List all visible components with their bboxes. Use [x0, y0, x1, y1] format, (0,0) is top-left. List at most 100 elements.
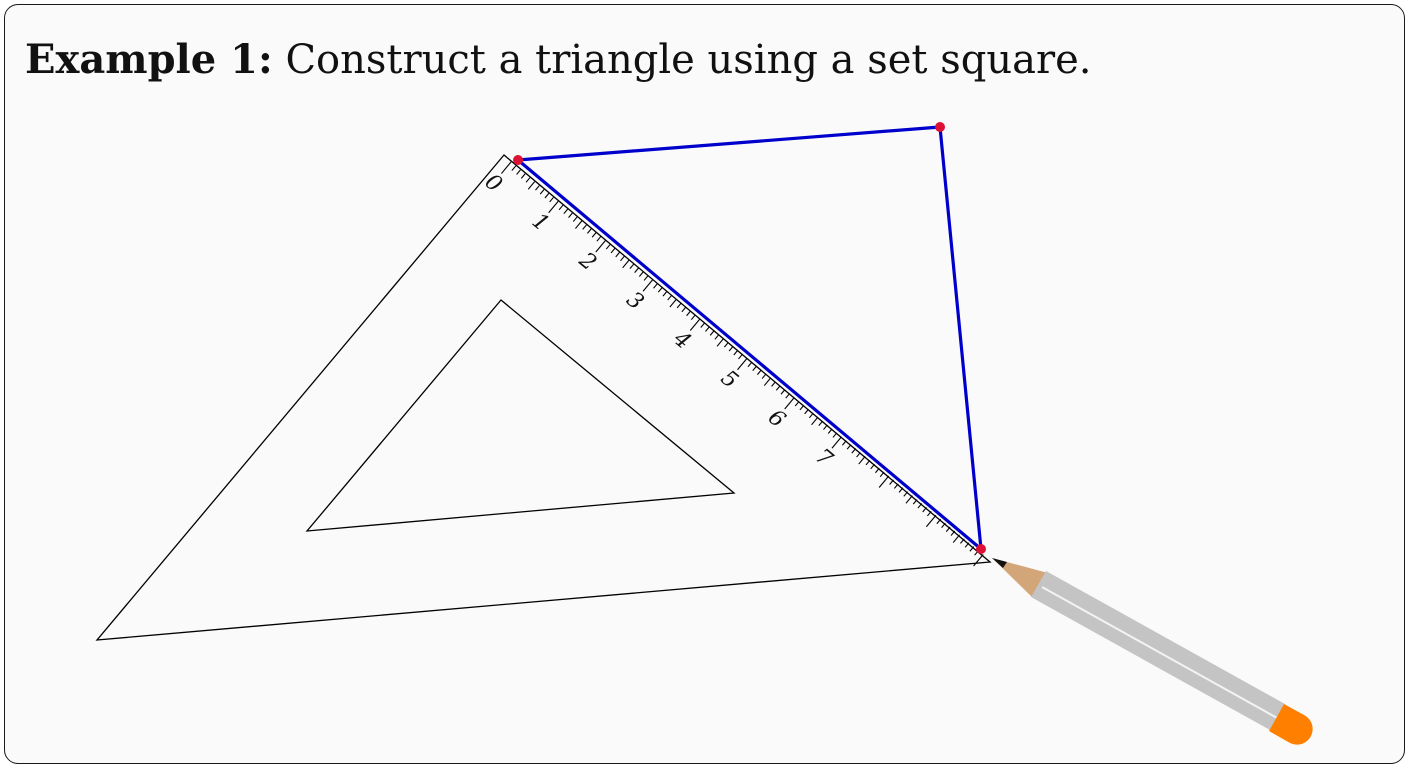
triangle-sides	[516, 125, 983, 551]
ruler-tick	[960, 538, 965, 544]
ruler-tick	[879, 471, 885, 478]
ruler-tick	[544, 193, 550, 199]
ruler-label: 3	[621, 287, 648, 315]
ruler-tick	[705, 326, 710, 332]
ruler-tick	[832, 432, 838, 438]
vertex-point-c	[976, 544, 986, 554]
ruler-tick	[638, 271, 644, 277]
ruler-tick	[737, 357, 748, 371]
ruler-tick	[889, 479, 894, 485]
ruler-tick	[563, 208, 569, 215]
ruler-label: 7	[810, 444, 837, 472]
ruler-tick	[903, 491, 909, 497]
ruler-tick	[622, 259, 630, 269]
ruler-tick	[643, 275, 649, 281]
ruler-tick	[925, 514, 937, 528]
example-text: Construct a triangle using a set square.	[285, 37, 1092, 83]
ruler-tick	[669, 299, 677, 308]
ruler-tick	[922, 507, 927, 513]
ruler-tick	[634, 267, 639, 273]
ruler-tick	[823, 424, 828, 430]
ruler-tick	[525, 177, 531, 183]
ruler-tick	[799, 404, 805, 411]
ruler-tick	[893, 483, 899, 489]
ruler-tick	[716, 338, 724, 347]
ruler-tick	[747, 361, 753, 368]
ruler-tick	[595, 240, 606, 253]
ruler-tick	[794, 401, 800, 407]
ruler-label: 6	[763, 405, 790, 433]
ruler-tick	[667, 295, 672, 301]
ruler-tick	[756, 369, 762, 375]
ruler-tick	[761, 373, 767, 379]
pencil-icon	[992, 558, 1313, 745]
ruler-tick	[858, 456, 866, 465]
ruler-tick	[548, 200, 559, 214]
ruler-label: 0	[480, 169, 507, 197]
ruler-tick	[898, 487, 904, 493]
ruler-tick	[568, 212, 573, 218]
ruler-tick	[926, 510, 932, 517]
ruler-tick	[912, 499, 918, 505]
ruler-tick	[676, 302, 682, 309]
ruler-tick	[511, 165, 517, 171]
ruler-tick	[856, 452, 861, 458]
ruler-tick	[865, 459, 871, 466]
ruler-tick	[775, 385, 781, 391]
ruler-tick	[784, 397, 795, 410]
ruler-tick	[591, 232, 597, 238]
ruler-tick	[851, 448, 857, 454]
ruler-tick	[870, 463, 876, 470]
ruler-tick	[964, 542, 970, 548]
ruler-tick	[615, 251, 621, 258]
ruler-tick	[582, 224, 587, 230]
pencil-highlight	[1041, 586, 1280, 720]
ruler-tick	[500, 161, 512, 174]
ruler-tick	[605, 244, 611, 250]
ruler-tick	[681, 306, 687, 313]
ruler-tick	[941, 522, 946, 529]
ruler-tick	[516, 169, 521, 175]
constructed-triangle	[513, 122, 986, 554]
example-heading: Example 1: Construct a triangle using a …	[25, 37, 1092, 83]
ruler-tick	[808, 412, 814, 419]
vertex-point-a	[513, 155, 523, 165]
ruler-tick	[952, 534, 960, 543]
ruler-tick	[738, 353, 743, 360]
ruler-tick	[657, 287, 663, 293]
ruler-tick	[950, 530, 956, 536]
set-square-inner	[305, 299, 736, 532]
ruler-tick	[653, 283, 658, 289]
ruler-tick	[575, 220, 583, 229]
ruler-tick	[686, 310, 691, 317]
ruler-tick	[917, 503, 923, 509]
ruler-tick	[875, 467, 880, 474]
ruler-tick	[572, 216, 578, 222]
ruler-tick	[549, 196, 554, 203]
ruler-tick	[690, 314, 696, 321]
ruler-tick	[841, 440, 847, 446]
ruler-label: 5	[716, 366, 743, 394]
ruler-tick	[763, 377, 772, 386]
ruler-tick	[878, 475, 890, 488]
example-label: Example 1:	[25, 36, 273, 83]
ruler-tick	[709, 330, 715, 336]
ruler-tick	[973, 554, 984, 567]
ruler-tick	[945, 526, 951, 532]
ruler-tick	[771, 381, 776, 387]
pencil-lead	[992, 558, 1007, 568]
ruler-tick	[596, 236, 602, 242]
ruler-tick	[723, 342, 729, 348]
ruler-tick	[969, 546, 975, 552]
ruler-tick	[662, 291, 668, 297]
ruler-tick	[811, 416, 819, 426]
ruler-tick	[846, 444, 852, 450]
ruler-tick	[629, 263, 635, 270]
ruler-tick	[535, 185, 540, 191]
ruler-tick	[610, 247, 616, 254]
ruler-tick	[936, 518, 942, 525]
example-panel: Example 1: Construct a triangle using a …	[4, 4, 1405, 764]
ruler-tick	[620, 255, 625, 262]
